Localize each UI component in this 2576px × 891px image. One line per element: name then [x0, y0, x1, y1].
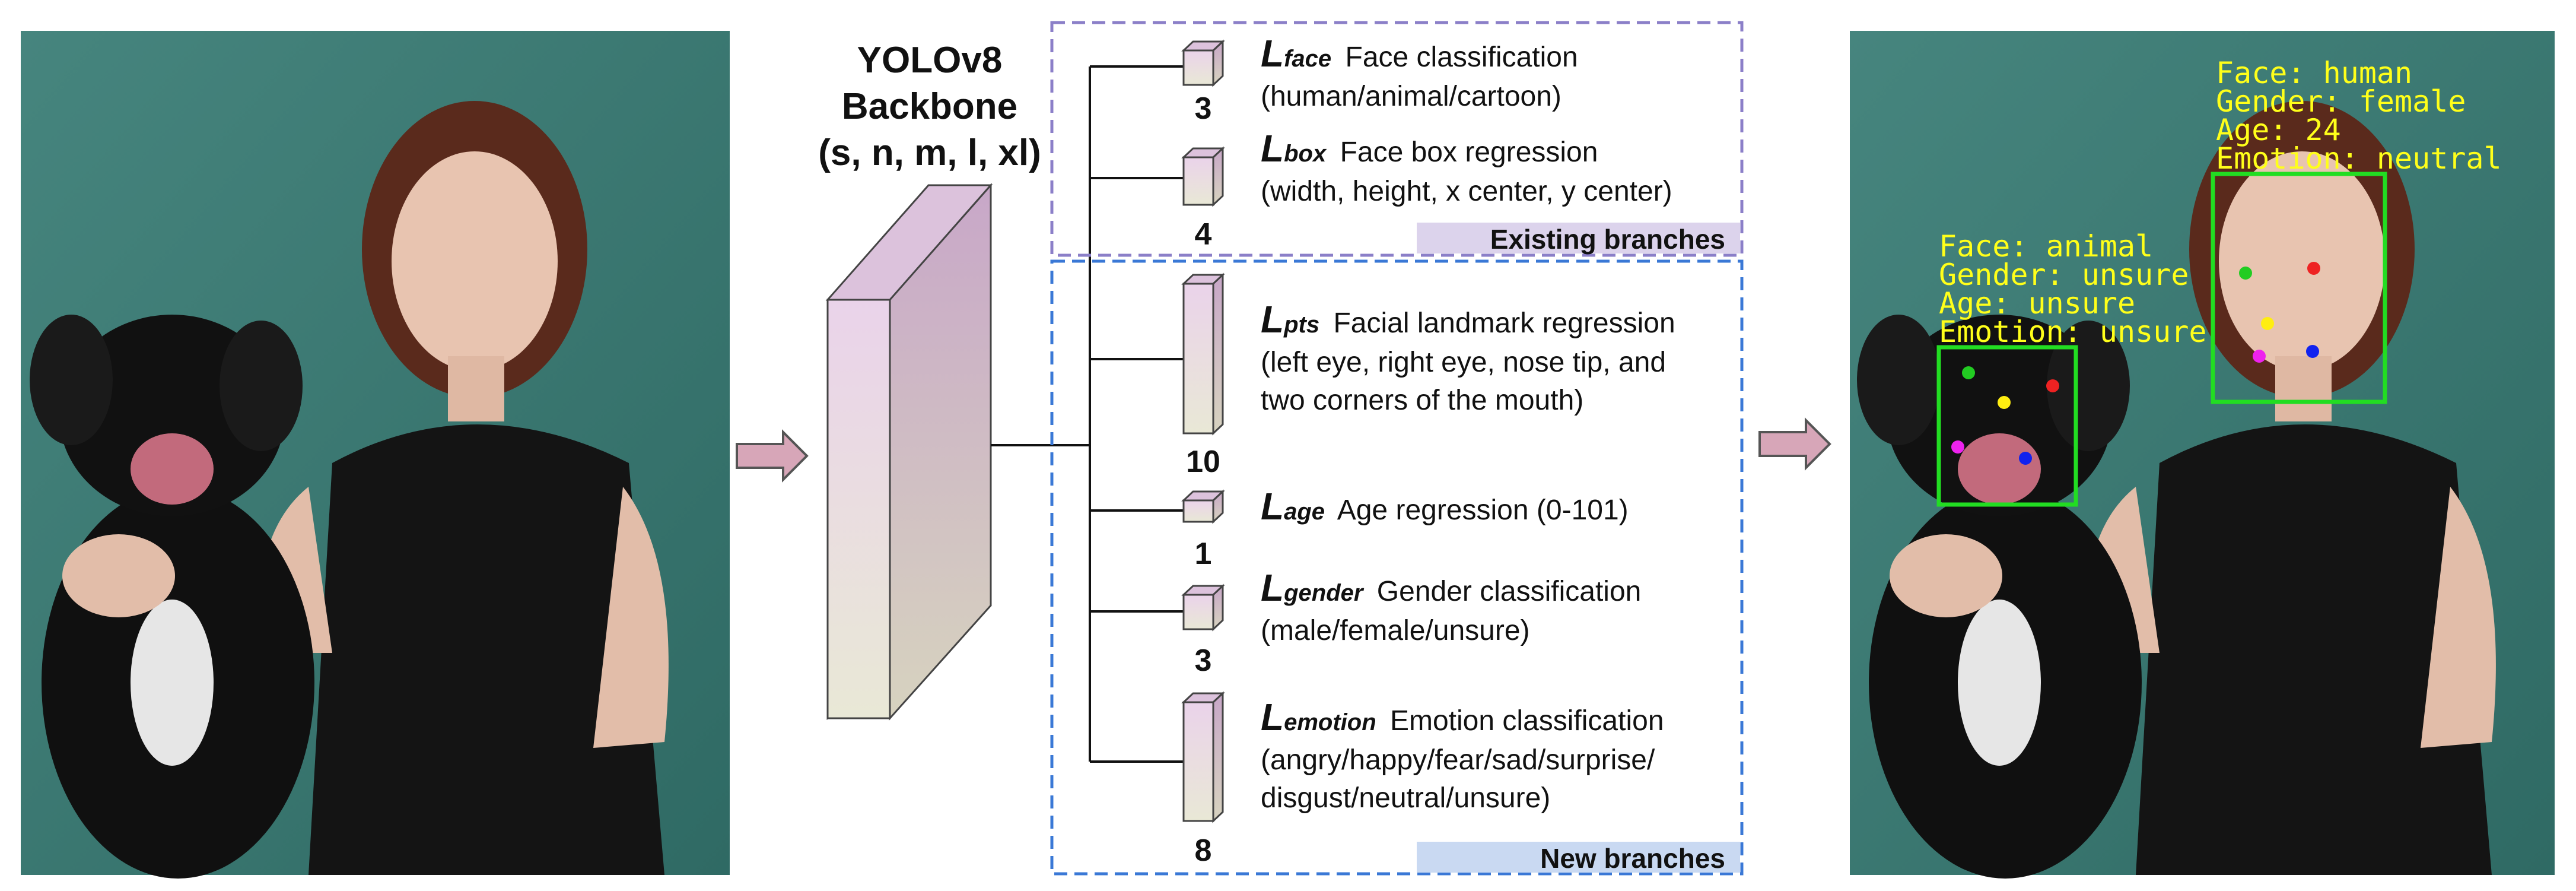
backbone-title-line3: (s, n, m, l, xl) — [818, 132, 1041, 173]
human-annotation-gender: Gender: female — [2216, 84, 2466, 119]
loss-subscript-age: age — [1284, 499, 1325, 525]
branch-desc-face-1: (human/animal/cartoon) — [1261, 81, 1561, 112]
branch-head-emotion — [1181, 691, 1225, 823]
branch-dim-box: 4 — [1195, 217, 1212, 252]
branch-dim-age: 1 — [1195, 537, 1212, 571]
input-arrow — [736, 429, 809, 483]
loss-subscript-gender: gender — [1283, 580, 1365, 606]
branch-head-pts — [1181, 272, 1225, 436]
branch-dim-pts: 10 — [1186, 445, 1220, 479]
branch-desc-pts-1: (left eye, right eye, nose tip, and — [1261, 347, 1666, 378]
human-annotation-age: Age: 24 — [2216, 113, 2341, 147]
animal-face-detection-box — [1936, 345, 2078, 507]
branch-text-age: Lage Age regression (0-101) — [1261, 485, 1629, 528]
new-branches-label-bg — [1417, 842, 1740, 873]
existing-branches-label: Existing branches — [1490, 224, 1725, 255]
branch-title-age: Age regression (0-101) — [1337, 494, 1629, 526]
branch-desc-gender-1: (male/female/unsure) — [1261, 615, 1530, 646]
branch-head-face — [1181, 39, 1225, 87]
loss-symbol-age: L — [1261, 485, 1284, 528]
loss-symbol-box: L — [1261, 127, 1284, 170]
branch-dim-gender: 3 — [1195, 643, 1212, 678]
branch-title-emotion: Emotion classification — [1390, 705, 1664, 737]
branch-desc-emotion-1: (angry/happy/fear/sad/surprise/ — [1261, 744, 1655, 776]
branch-text-gender: Lgender Gender classification — [1261, 566, 1641, 609]
animal-annotation-gender: Gender: unsure — [1939, 258, 2189, 292]
branch-title-box: Face box regression — [1340, 137, 1598, 168]
animal-landmarks — [1951, 366, 2059, 465]
branch-head-age — [1181, 489, 1225, 524]
branch-head-gender — [1181, 584, 1225, 632]
branch-dim-face: 3 — [1195, 91, 1212, 126]
loss-subscript-pts: pts — [1283, 312, 1319, 338]
human-annotation-emotion: Emotion: neutral — [2216, 141, 2502, 176]
branch-text-face: Lface Face classification — [1261, 32, 1578, 75]
branch-text-emotion: Lemotion Emotion classification — [1261, 696, 1664, 738]
animal-annotation-face: Face: animal — [1939, 229, 2153, 264]
input-photo — [21, 31, 730, 879]
branch-text-pts: Lpts Facial landmark regression — [1261, 298, 1675, 341]
branch-desc-pts-2: two corners of the mouth) — [1261, 385, 1583, 416]
existing-branches-box — [1050, 21, 1744, 257]
animal-annotation-age: Age: unsure — [1939, 286, 2135, 321]
human-landmarks — [2239, 262, 2320, 363]
new-branches-box — [1050, 259, 1744, 876]
loss-subscript-face: face — [1284, 46, 1331, 72]
branch-desc-box-1: (width, height, x center, y center) — [1261, 176, 1672, 207]
branch-connectors — [991, 65, 1184, 763]
human-annotation-face: Face: human — [2216, 56, 2412, 90]
output-arrow — [1758, 417, 1831, 471]
animal-annotation-emotion: Emotion: unsure — [1939, 315, 2207, 349]
loss-symbol-pts: L — [1261, 298, 1284, 341]
loss-symbol-emotion: L — [1261, 696, 1284, 738]
loss-symbol-face: L — [1261, 32, 1284, 75]
branch-desc-emotion-2: disgust/neutral/unsure) — [1261, 782, 1550, 814]
loss-subscript-emotion: emotion — [1284, 709, 1376, 735]
branch-head-box — [1181, 146, 1225, 207]
branch-text-box: Lbox Face box regression — [1261, 127, 1598, 170]
new-branches-label: New branches — [1540, 843, 1725, 874]
branch-dim-emotion: 8 — [1195, 833, 1212, 868]
loss-subscript-box: box — [1284, 141, 1327, 167]
backbone-title-line1: YOLOv8 — [857, 40, 1003, 81]
branch-title-face: Face classification — [1346, 42, 1578, 73]
backbone-title-line2: Backbone — [842, 86, 1017, 127]
existing-branches-label-bg — [1417, 223, 1740, 253]
output-photo — [1850, 31, 2555, 879]
human-face-detection-box — [2211, 172, 2387, 404]
branch-title-pts: Facial landmark regression — [1333, 307, 1675, 339]
loss-symbol-gender: L — [1261, 566, 1284, 609]
backbone-block — [825, 183, 993, 721]
branch-title-gender: Gender classification — [1377, 576, 1642, 607]
